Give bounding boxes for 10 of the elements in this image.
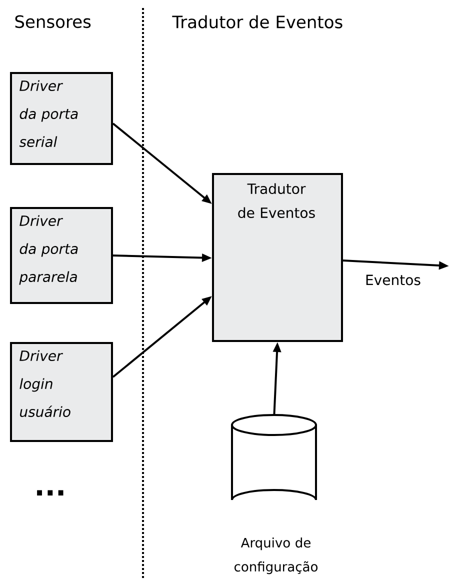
database-cylinder [231, 414, 317, 501]
column-heading: Sensores [15, 15, 91, 28]
process-box: Driver da porta serial [10, 72, 113, 165]
process-box: Driver login usuário [10, 342, 113, 442]
process-box: Tradutor de Eventos [212, 173, 343, 342]
column-heading: Tradutor de Eventos [172, 15, 342, 28]
ellipsis: ... [37, 490, 64, 496]
cylinder-caption: Arquivo de configuração [234, 538, 318, 574]
edge-label: Eventos [366, 274, 420, 286]
process-box: Driver da porta pararela [10, 207, 113, 304]
